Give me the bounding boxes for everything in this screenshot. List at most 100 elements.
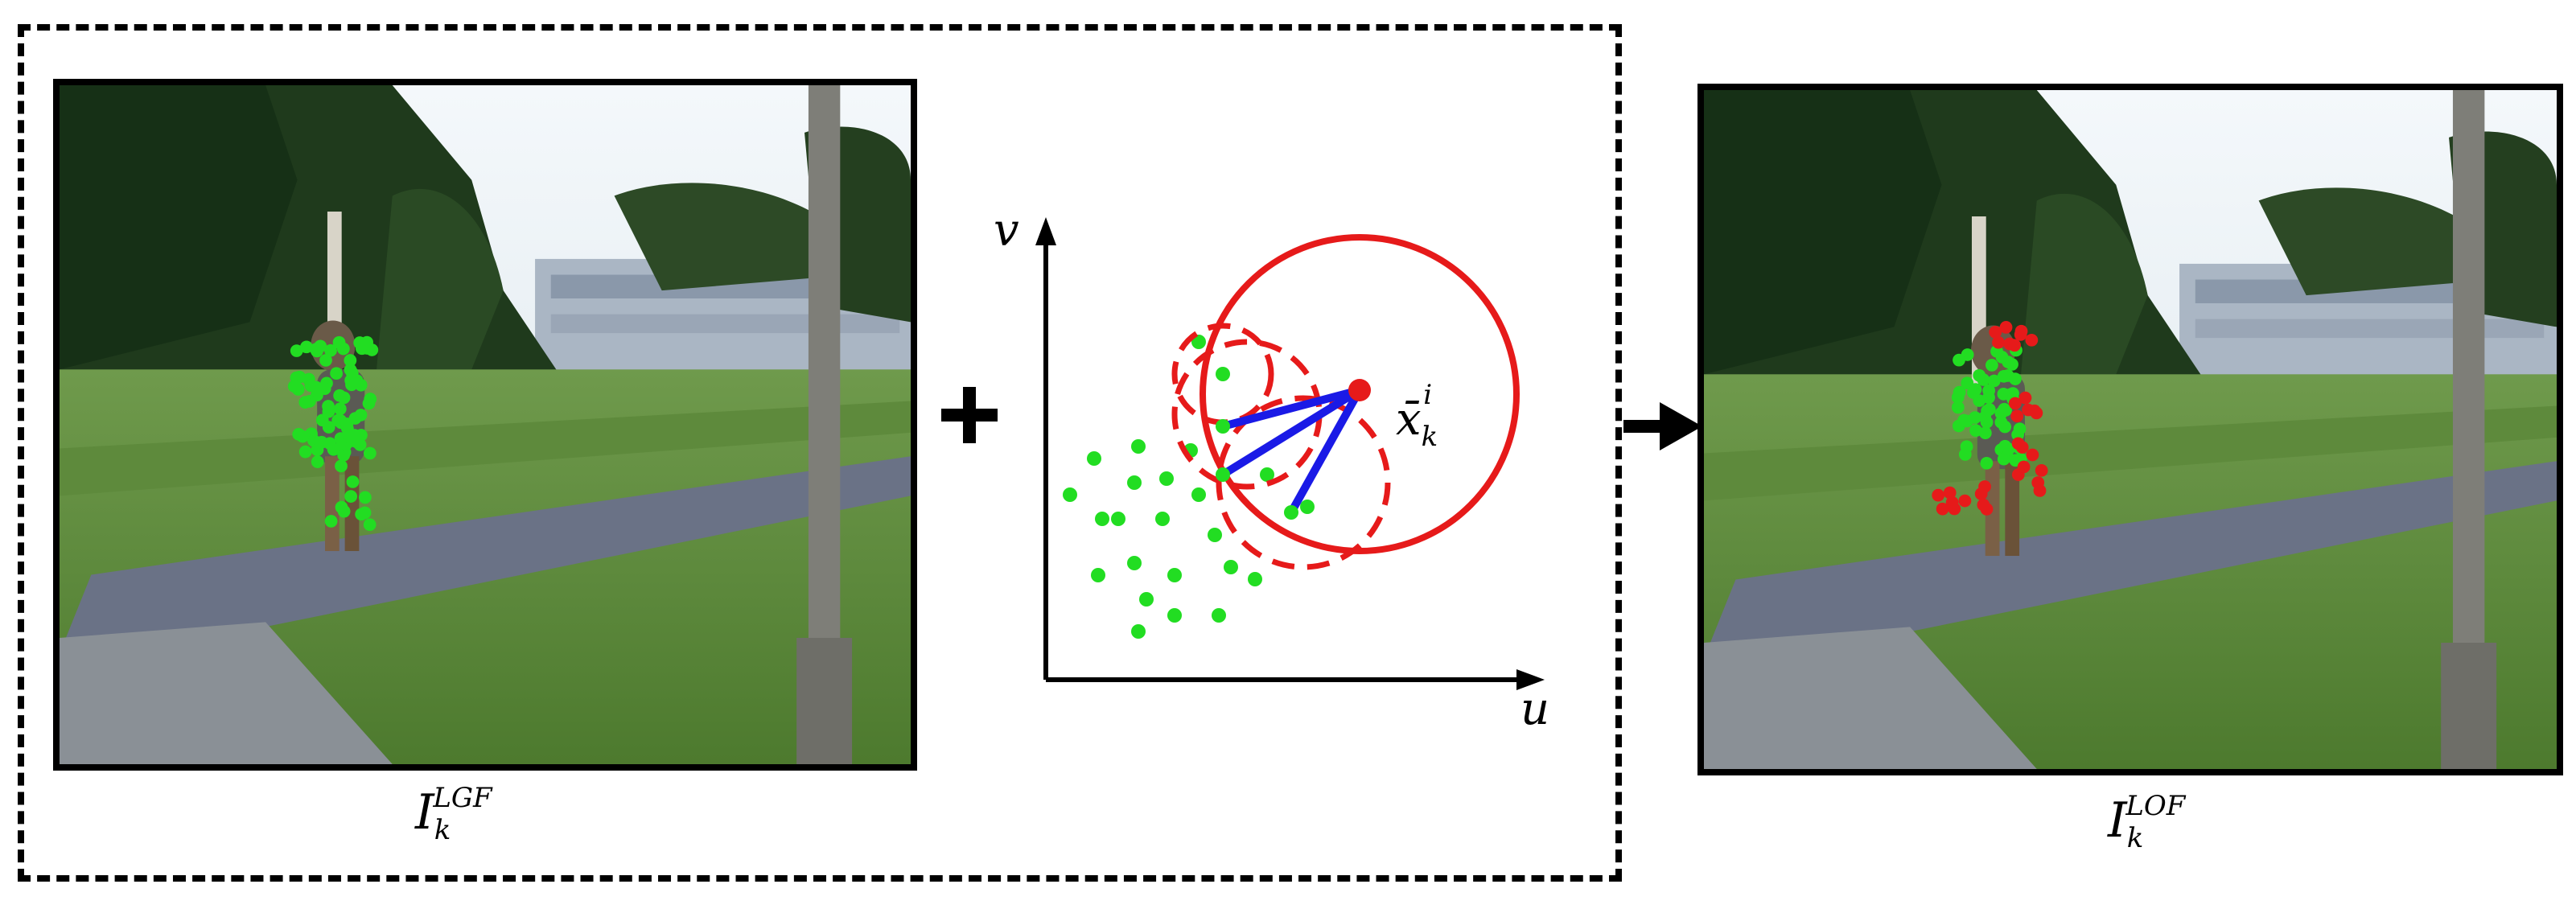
axes <box>1035 217 1545 690</box>
green-feature-point <box>346 475 360 488</box>
red-feature-point <box>2035 463 2048 477</box>
green-point <box>1111 512 1125 526</box>
green-point <box>1224 560 1238 574</box>
red-feature-point <box>1958 494 1972 508</box>
green-point <box>1091 568 1105 582</box>
green-feature-point <box>1998 420 2012 434</box>
reference-point <box>1348 379 1371 401</box>
green-feature-point <box>322 400 335 413</box>
green-feature-point <box>1978 426 1992 440</box>
green-feature-point <box>324 343 337 357</box>
green-feature-point <box>333 389 347 402</box>
red-feature-point <box>2028 404 2041 417</box>
green-feature-point <box>1953 353 1965 367</box>
green-feature-point <box>363 518 377 532</box>
green-feature-point <box>337 449 351 462</box>
green-point <box>1191 487 1206 502</box>
green-feature-point <box>355 508 368 521</box>
green-feature-point <box>1969 411 1981 424</box>
green-point <box>1155 512 1170 526</box>
association-lines <box>1219 386 1364 516</box>
green-point <box>1127 475 1142 490</box>
green-feature-point <box>1987 374 2001 388</box>
green-point <box>1260 467 1274 482</box>
green-feature-point <box>287 380 301 393</box>
green-feature-point <box>344 354 357 367</box>
green-feature-point <box>333 402 347 416</box>
red-feature-point <box>1999 321 2013 334</box>
green-point <box>1191 335 1206 349</box>
green-feature-point <box>330 367 343 380</box>
green-feature-point <box>364 393 377 405</box>
red-feature-point <box>1945 496 1959 509</box>
association-line <box>1219 386 1364 430</box>
green-feature-point <box>1999 404 2012 417</box>
green-feature-point <box>358 491 372 504</box>
green-feature-point <box>298 445 312 459</box>
green-feature-point <box>1969 424 1982 438</box>
green-feature-point <box>324 515 338 528</box>
plus-icon <box>941 387 998 443</box>
green-feature-point <box>354 409 368 422</box>
green-feature-point <box>336 342 350 356</box>
green-feature-point <box>323 437 336 450</box>
green-feature-point <box>344 363 357 376</box>
dashed-circle <box>1216 395 1391 570</box>
red-feature-point <box>2010 409 2024 423</box>
green-point <box>1208 528 1222 542</box>
green-feature-point <box>331 413 345 427</box>
green-feature-point <box>2009 372 2022 385</box>
u-axis-arrowhead <box>1516 669 1545 690</box>
green-feature-point <box>293 370 307 384</box>
green-point <box>1095 512 1109 526</box>
green-feature-point <box>311 455 324 468</box>
red-feature-point <box>2008 339 2021 352</box>
red-feature-point <box>2014 328 2027 341</box>
red-feature-point <box>1977 498 1990 512</box>
left-image-caption: IkLGF <box>415 782 492 846</box>
green-feature-point <box>335 459 348 473</box>
association-line <box>1219 386 1364 479</box>
green-feature-point <box>1997 452 2010 466</box>
red-feature-point <box>2026 448 2039 462</box>
green-point <box>1216 467 1230 482</box>
green-feature-point <box>344 490 358 503</box>
green-feature-point <box>1951 391 1965 404</box>
green-feature-point <box>363 446 377 460</box>
green-feature-point <box>354 378 368 392</box>
red-feature-point <box>2018 391 2032 405</box>
green-point <box>1159 471 1174 486</box>
green-point <box>1212 608 1226 623</box>
green-feature-point <box>1981 404 1994 417</box>
green-feature-point <box>290 344 303 357</box>
reference-point-label: x̄ki <box>1396 379 1438 453</box>
right-arrow-icon <box>1623 402 1702 450</box>
right-image-caption: IkLOF <box>2108 790 2186 854</box>
green-feature-point <box>344 374 358 387</box>
green-feature-point <box>309 343 323 356</box>
green-point <box>1139 592 1154 607</box>
green-feature-point <box>298 396 312 409</box>
green-point <box>1127 556 1142 570</box>
solid-search-circle <box>1200 234 1520 554</box>
grouping-dashed-frame <box>18 24 1622 882</box>
green-feature-point <box>292 428 306 441</box>
green-point <box>1063 487 1077 502</box>
red-feature-point <box>2025 333 2039 347</box>
green-feature-point <box>1973 368 1986 382</box>
green-point <box>1216 419 1230 434</box>
green-feature-point <box>300 340 313 354</box>
green-point <box>1300 500 1315 514</box>
green-feature-point <box>2011 428 2024 442</box>
green-feature-point <box>360 342 374 355</box>
green-feature-point <box>319 354 332 367</box>
red-feature-point <box>2017 460 2031 474</box>
feature-association-diagram: v u <box>994 209 1549 735</box>
red-feature-point <box>1989 326 2002 339</box>
green-feature-point <box>1980 456 1994 470</box>
green-feature-point <box>318 382 331 396</box>
green-feature-point <box>343 430 356 444</box>
red-feature-point <box>1974 487 1988 500</box>
left-camera-image <box>53 79 917 771</box>
green-feature-point <box>1951 401 1965 414</box>
